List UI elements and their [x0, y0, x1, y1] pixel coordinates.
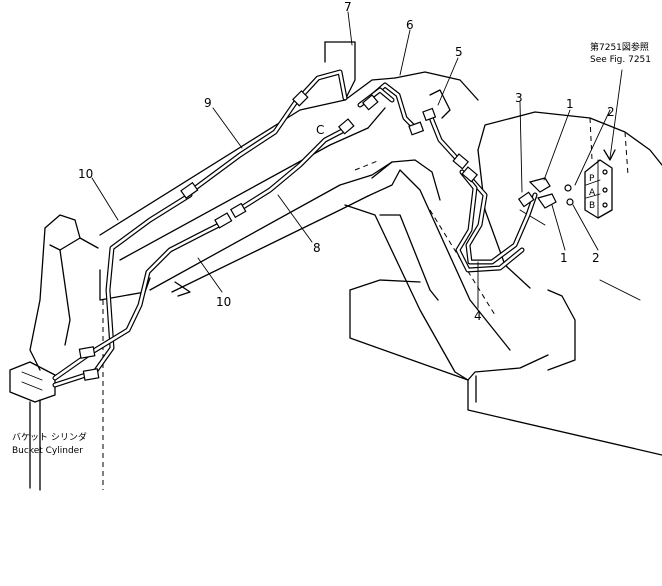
reference-japanese: 第7251図参照: [590, 41, 649, 53]
pipe-5: [427, 89, 463, 165]
hose-10-upper: [52, 192, 193, 388]
hose-fittings: [78, 90, 574, 381]
callout-9: 9: [204, 96, 212, 110]
callout-1-lower: 1: [560, 251, 568, 265]
hose-4: [455, 169, 538, 273]
hose-10-lower: [52, 219, 228, 381]
callout-c: C: [316, 123, 324, 137]
port-mark-p: P: [589, 174, 595, 184]
port-mark-a: A: [589, 188, 596, 198]
port-mark-b: B: [589, 201, 595, 211]
callout-1-upper: 1: [566, 97, 574, 111]
reference-english: See Fig. 7251: [590, 55, 651, 65]
pipe-9: [187, 69, 348, 195]
machine-body-outline: [349, 111, 662, 456]
callout-10-lower: 10: [216, 295, 231, 309]
leader-lines: [91, 11, 623, 309]
boom-structure: [29, 41, 511, 381]
pipe-8: [232, 125, 351, 215]
callout-2-lower: 2: [592, 251, 600, 265]
callout-4: 4: [474, 309, 482, 323]
bucket-cylinder-japanese: バケット シリンダ: [12, 431, 87, 443]
callout-3: 3: [515, 91, 523, 105]
bucket-cylinder-english: Bucket Cylinder: [12, 446, 83, 456]
callout-8: 8: [313, 241, 321, 255]
figure-reference-note: 第7251図参照 See Fig. 7251: [590, 41, 651, 65]
control-valve-block: P A B: [584, 159, 613, 219]
bucket-cylinder-body: [9, 300, 104, 491]
callout-7: 7: [344, 0, 352, 14]
callout-labels: 7 6 5 3 1 2 1 2 4 8 9 10 10 C: [78, 0, 615, 323]
bucket-cylinder-caption: バケット シリンダ Bucket Cylinder: [12, 431, 87, 456]
callout-2-upper: 2: [607, 105, 615, 119]
callout-6: 6: [406, 18, 414, 32]
callout-5: 5: [455, 45, 463, 59]
callout-10-upper: 10: [78, 167, 93, 181]
